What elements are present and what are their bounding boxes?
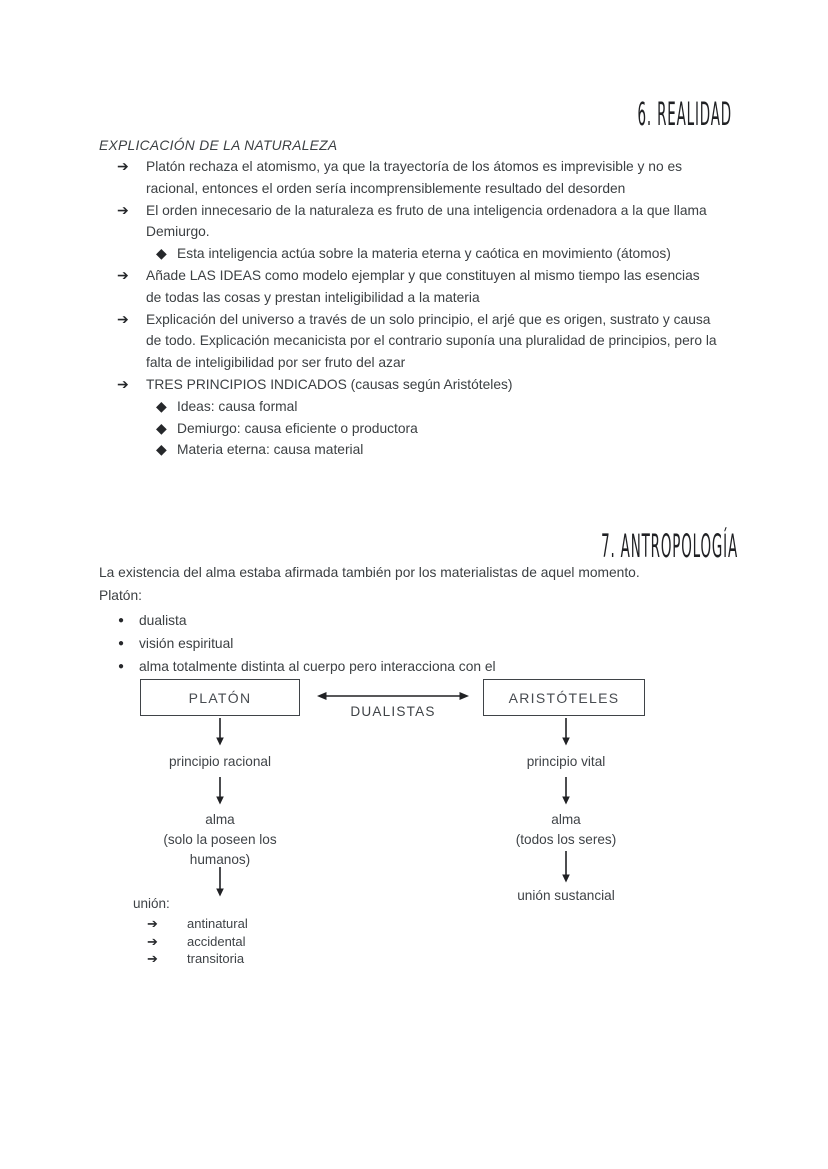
sub-bullet-item: ◆ Ideas: causa formal: [156, 396, 765, 418]
arrow-bullet-icon: ➔: [147, 951, 158, 967]
list-item: ● dualista: [115, 609, 496, 632]
subheading-explicacion: EXPLICACIÓN DE LA NATURALEZA: [99, 138, 338, 153]
union-left-block: unión: ➔ antinatural ➔ accidental ➔ tran…: [133, 896, 248, 968]
arrow-bullet-icon: ➔: [147, 933, 158, 949]
arrow-down-icon: [214, 867, 226, 897]
bullet-text: Platón rechaza el atomismo, ya que la tr…: [146, 159, 683, 196]
union-item-text: antinatural: [187, 916, 248, 931]
union-item-text: transitoria: [187, 951, 245, 967]
platon-label: Platón:: [99, 588, 142, 603]
alma-left-label: alma (solo la poseen los humanos): [163, 812, 277, 867]
heading-antropologia-text: 7. ANTROPOLOGÍA: [601, 527, 738, 565]
realidad-bullet-list: ➔ Platón rechaza el atomismo, ya que la …: [117, 156, 765, 461]
bullet-item: ➔ El orden innecesario de la naturaleza …: [117, 200, 765, 244]
dot-bullet-icon: ●: [118, 661, 125, 673]
bullet-text: TRES PRINCIPIOS INDICADOS (causas según …: [146, 376, 513, 392]
arrow-bullet-icon: ➔: [117, 266, 129, 283]
principio-vital-label: principio vital: [526, 754, 606, 769]
antropologia-intro: La existencia del alma estaba afirmada t…: [99, 565, 640, 580]
dot-bullet-icon: ●: [118, 615, 125, 626]
bullet-item: ➔ Explicación del universo a través de u…: [117, 309, 765, 374]
double-arrow-icon: [316, 689, 470, 703]
alma-right-label: alma (todos los seres): [515, 812, 617, 847]
diamond-bullet-icon: ◆: [156, 245, 167, 262]
union-item: ➔ antinatural: [147, 915, 248, 933]
list-item-text: dualista: [139, 613, 187, 628]
arrow-bullet-icon: ➔: [147, 916, 158, 931]
bullet-text: El orden innecesario de la naturaleza es…: [146, 202, 707, 240]
arrow-down-icon: [560, 718, 572, 746]
platon-point-list: ● dualista ● visión espiritual ● alma to…: [115, 609, 496, 679]
platon-box: PLATÓN: [140, 679, 300, 716]
arrow-bullet-icon: ➔: [117, 158, 129, 174]
bullet-item: ➔ TRES PRINCIPIOS INDICADOS (causas segú…: [117, 374, 765, 396]
diamond-bullet-icon: ◆: [156, 419, 167, 436]
arrow-bullet-icon: ➔: [117, 375, 129, 392]
diamond-bullet-icon: ◆: [156, 441, 167, 458]
arrow-down-icon: [214, 777, 226, 805]
sub-bullet-item: ◆ Materia eterna: causa material: [156, 439, 765, 461]
arrow-down-icon: [214, 718, 226, 746]
arrow-down-icon: [560, 777, 572, 805]
arrow-down-icon: [560, 851, 572, 883]
list-item: ● visión espiritual: [115, 632, 496, 655]
sub-bullet-text: Esta inteligencia actúa sobre la materia…: [177, 246, 671, 262]
union-item-text: accidental: [187, 933, 246, 949]
bullet-item: ➔ Platón rechaza el atomismo, ya que la …: [117, 156, 765, 200]
section-heading-realidad: 6. REALIDAD: [507, 95, 732, 133]
arrow-bullet-icon: ➔: [117, 201, 129, 218]
diamond-bullet-icon: ◆: [156, 397, 167, 414]
union-item: ➔ transitoria: [147, 950, 248, 968]
union-label: unión:: [133, 896, 170, 911]
sub-bullet-text: Materia eterna: causa material: [177, 442, 364, 458]
bullet-text: Añade LAS IDEAS como modelo ejemplar y q…: [146, 267, 700, 305]
dot-bullet-icon: ●: [118, 638, 125, 650]
sub-bullet-text: Ideas: causa formal: [177, 398, 298, 414]
union-item: ➔ accidental: [147, 933, 248, 951]
dualistas-label: DUALISTAS: [350, 704, 436, 719]
list-item-text: alma totalmente distinta al cuerpo pero …: [139, 659, 496, 675]
principio-racional-label: principio racional: [168, 754, 271, 769]
arrow-bullet-icon: ➔: [117, 310, 129, 327]
aristoteles-box: ARISTÓTELES: [483, 679, 645, 716]
bullet-item: ➔ Añade LAS IDEAS como modelo ejemplar y…: [117, 265, 765, 309]
sub-bullet-item: ◆ Esta inteligencia actúa sobre la mater…: [156, 243, 765, 265]
list-item-text: visión espiritual: [139, 636, 234, 652]
heading-realidad-text: 6. REALIDAD: [637, 95, 732, 133]
section-heading-antropologia: 7. ANTROPOLOGÍA: [412, 527, 738, 565]
sub-bullet-item: ◆ Demiurgo: causa eficiente o productora: [156, 418, 765, 440]
union-sustancial-label: unión sustancial: [517, 888, 615, 903]
bullet-text: Explicación del universo a través de un …: [146, 311, 717, 371]
sub-bullet-text: Demiurgo: causa eficiente o productora: [177, 420, 418, 436]
list-item: ● alma totalmente distinta al cuerpo per…: [115, 655, 496, 678]
